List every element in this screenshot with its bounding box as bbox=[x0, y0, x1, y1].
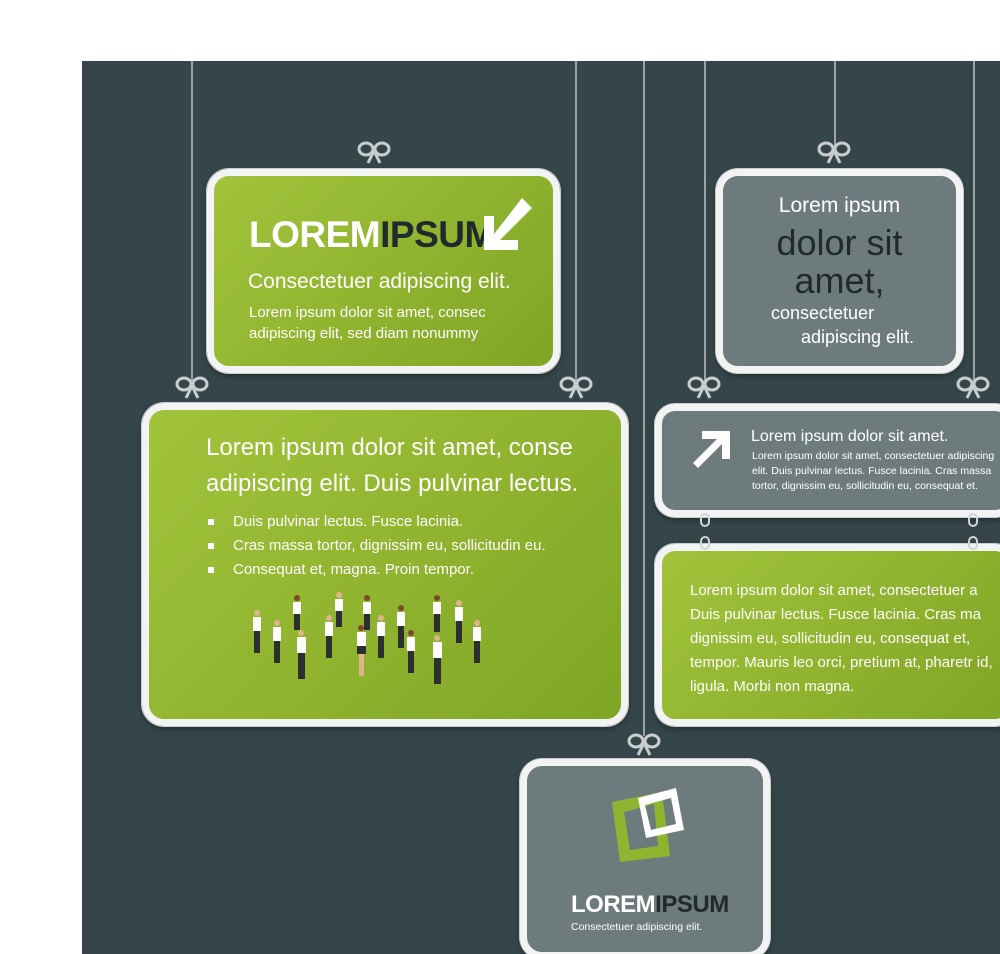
list-item-text: Consequat et, magna. Proin tempor. bbox=[233, 561, 474, 578]
sign-logo: LOREMIPSUM Consectetuer adipiscing elit. bbox=[520, 759, 770, 954]
brand-part-ipsum: IPSUM bbox=[380, 214, 495, 255]
sign-bullet-list: Lorem ipsum dolor sit amet, conse adipis… bbox=[142, 403, 628, 726]
text-line-2a: dolor sit bbox=[776, 222, 903, 263]
hanging-string bbox=[575, 61, 577, 381]
brand-title: LOREMIPSUM bbox=[249, 214, 495, 256]
heading: Lorem ipsum dolor sit amet, conse adipis… bbox=[206, 434, 579, 497]
text-line-2b: amet, bbox=[794, 260, 885, 301]
body-text: Lorem ipsum dolor sit amet, consec adipi… bbox=[249, 304, 486, 342]
text-line-3: consectetuer bbox=[771, 303, 875, 323]
brand-part-lorem: LOREM bbox=[571, 891, 656, 918]
bullet-square-icon bbox=[208, 567, 214, 573]
arrow-down-left-icon bbox=[484, 198, 532, 250]
text-line-1: Lorem ipsum bbox=[778, 194, 901, 217]
list-item: Cras massa tortor, dignissim eu, sollici… bbox=[206, 534, 546, 558]
bow-knot-icon bbox=[817, 141, 851, 164]
hanging-string bbox=[704, 61, 706, 381]
bow-knot-icon bbox=[559, 376, 593, 399]
arrow-up-right-icon bbox=[693, 431, 730, 468]
connector-ring-icon bbox=[968, 513, 978, 527]
list-item-text: Cras massa tortor, dignissim eu, sollici… bbox=[233, 537, 546, 554]
hanging-string bbox=[643, 61, 645, 736]
hanging-string bbox=[191, 61, 193, 381]
bow-knot-icon bbox=[627, 733, 661, 756]
bow-knot-icon bbox=[687, 376, 721, 399]
people-group-illustration bbox=[253, 592, 481, 684]
sign-paragraph: Lorem ipsum dolor sit amet, consectetuer… bbox=[655, 544, 1000, 726]
subtitle: Consectetuer adipiscing elit. bbox=[571, 921, 703, 933]
bow-knot-icon bbox=[357, 141, 391, 164]
list-item-text: Duis pulvinar lectus. Fusce lacinia. bbox=[233, 513, 464, 530]
infographic-canvas: LOREMIPSUM Consectetuer adipiscing elit.… bbox=[82, 61, 1000, 954]
bullet-list: Duis pulvinar lectus. Fusce lacinia. Cra… bbox=[206, 510, 546, 582]
hanging-string bbox=[973, 61, 975, 381]
overlapping-squares-logo-icon bbox=[612, 788, 684, 862]
bullet-square-icon bbox=[208, 543, 214, 549]
brand-part-ipsum: IPSUM bbox=[655, 891, 729, 918]
note-title: Lorem ipsum dolor sit amet. bbox=[751, 428, 949, 445]
bow-knot-icon bbox=[175, 376, 209, 399]
subtitle: Consectetuer adipiscing elit. bbox=[248, 270, 511, 293]
brand-part-lorem: LOREM bbox=[249, 214, 381, 255]
connector-ring-icon bbox=[700, 536, 710, 550]
sign-lorem-ipsum-gray: Lorem ipsum dolor sit amet, consectetuer… bbox=[716, 169, 963, 373]
list-item: Consequat et, magna. Proin tempor. bbox=[206, 558, 546, 582]
bow-knot-icon bbox=[956, 376, 990, 399]
bullet-square-icon bbox=[208, 519, 214, 525]
brand-title: LOREMIPSUM bbox=[571, 891, 729, 919]
paragraph-text: Lorem ipsum dolor sit amet, consectetuer… bbox=[690, 582, 993, 695]
list-item: Duis pulvinar lectus. Fusce lacinia. bbox=[206, 510, 546, 534]
sign-arrow-note: Lorem ipsum dolor sit amet. Lorem ipsum … bbox=[655, 404, 1000, 517]
text-line-4: adipiscing elit. bbox=[801, 327, 915, 347]
connector-ring-icon bbox=[700, 513, 710, 527]
hanging-string bbox=[834, 61, 836, 146]
text-line-2: dolor sit amet, bbox=[723, 224, 956, 300]
note-body: Lorem ipsum dolor sit amet, consectetuer… bbox=[752, 450, 995, 492]
sign-lorem-ipsum-green: LOREMIPSUM Consectetuer adipiscing elit.… bbox=[207, 169, 560, 373]
connector-ring-icon bbox=[968, 536, 978, 550]
